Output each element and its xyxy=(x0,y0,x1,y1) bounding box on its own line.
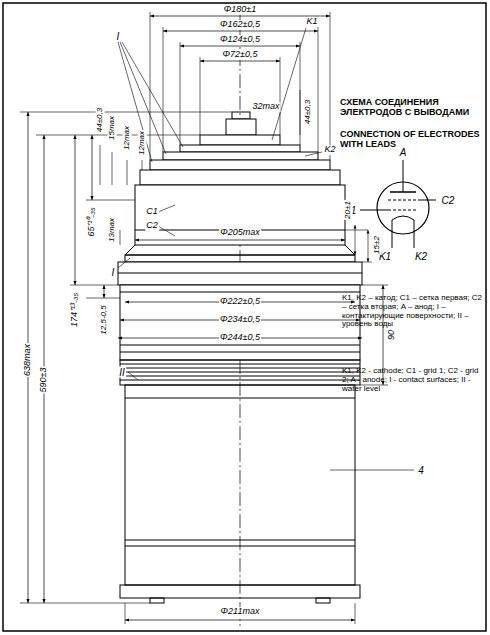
dimension-label: I xyxy=(116,31,121,42)
dimension-vertical: 65⁺¹⁰₋₃₅ xyxy=(87,206,97,237)
dimension-vertical: 13max xyxy=(108,217,117,243)
dimension-label: C1 xyxy=(145,207,159,217)
dimension-vertical: 44±0,3 xyxy=(304,99,313,125)
dimension-vertical: 90 xyxy=(387,329,397,341)
dimension-label: Φ211max xyxy=(220,607,261,617)
dimension-label: 32max xyxy=(251,102,280,112)
note-text: K1, K2 - cathode; C1 - grid 1; C2 - grid… xyxy=(341,367,483,393)
dimension-label: II xyxy=(118,367,126,378)
dimension-label: K1 xyxy=(305,17,318,27)
note-text: CONNECTION OF ELECTRODES WITH LEADS xyxy=(339,130,481,150)
dimension-vertical: 638max xyxy=(23,343,33,377)
dimension-vertical: 44±0,3 xyxy=(96,107,105,133)
dimension-label: K2 xyxy=(414,251,428,262)
dimension-label: Φ124±0,5 xyxy=(219,35,261,45)
dimension-label: 4 xyxy=(417,465,425,476)
dimension-vertical: 12max xyxy=(123,125,132,151)
dimension-label: C2 xyxy=(145,221,159,231)
dimension-vertical: 174⁺¹³₋₃₅ xyxy=(70,292,80,328)
dimension-label: A xyxy=(399,147,408,158)
note-text: K1, K2 – катод; C1 – сетка первая; C2 – … xyxy=(341,294,483,329)
dimension-label: K2 xyxy=(323,145,336,155)
dimension-label: C2 xyxy=(441,195,456,206)
dimension-vertical: 12,5-0,5 xyxy=(100,304,109,335)
dimension-label: Φ222±0,5 xyxy=(219,297,261,307)
dimension-label: Φ72±0,5 xyxy=(222,50,259,60)
dimension-label: Φ205max xyxy=(219,228,261,238)
dimension-label: Φ162±0,5 xyxy=(219,20,261,30)
dimension-label: Φ180±1 xyxy=(223,5,258,15)
dimension-label: Φ244±0,5 xyxy=(219,333,261,343)
dimension-vertical: 15±2 xyxy=(373,235,382,255)
dimension-vertical: 20±1 xyxy=(344,200,353,220)
dimension-vertical: 15max xyxy=(108,115,117,141)
dimension-label: Φ234±0,5 xyxy=(219,315,261,325)
dimension-label: I xyxy=(111,267,116,278)
dimension-vertical: 12max xyxy=(138,130,147,156)
note-text: СХЕМА СОЕДИНЕНИЯ ЭЛЕКТРОДОВ С ВЫВОДАМИ xyxy=(339,98,481,118)
dimension-vertical: 590±3 xyxy=(39,367,49,394)
